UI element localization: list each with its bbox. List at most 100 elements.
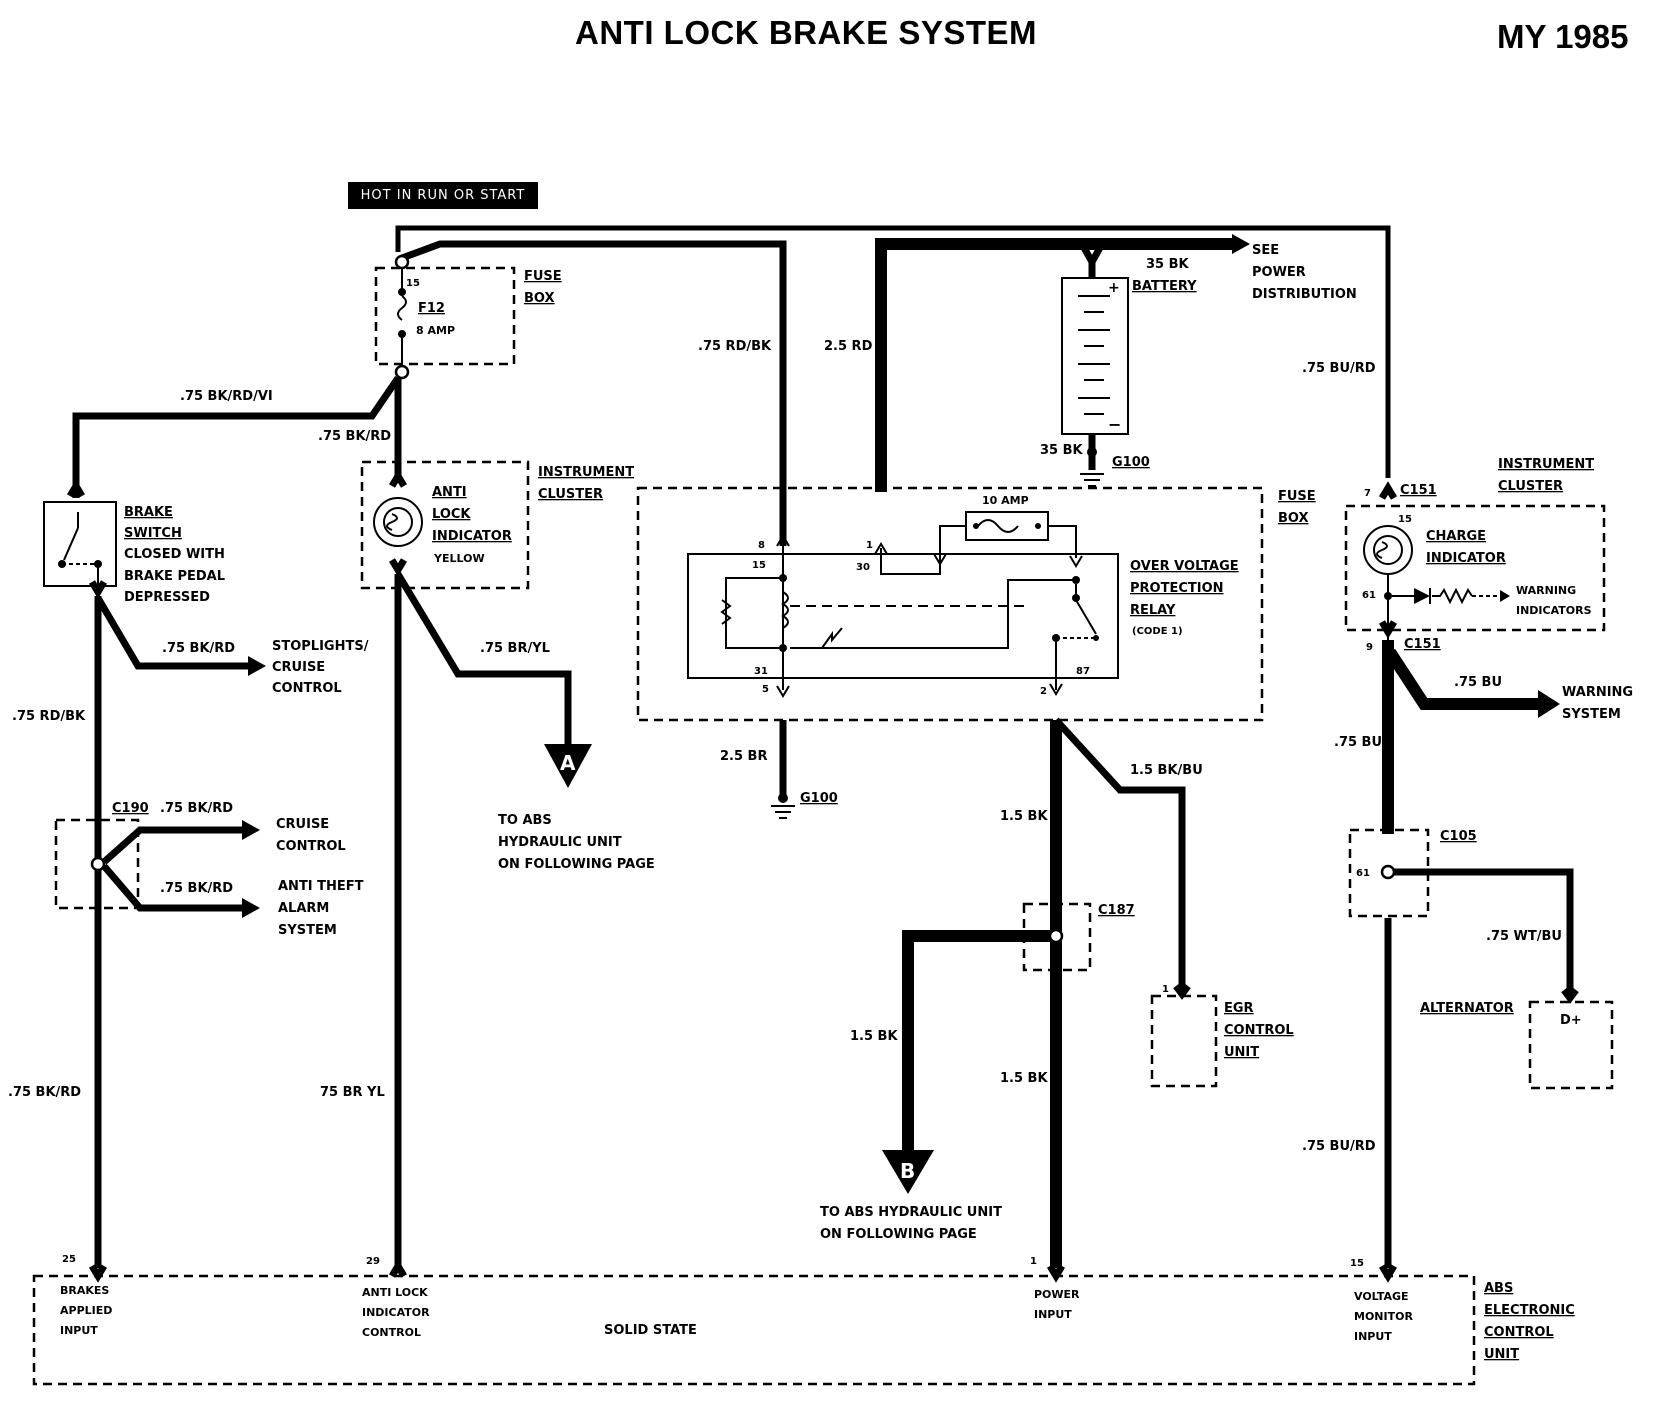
label-labels-w-wt-bu: .75 WT/BU: [1486, 929, 1562, 944]
instrument-cluster-right: [1344, 481, 1606, 640]
label-labels-charge-pin-15: 15: [1398, 514, 1412, 525]
alternator: [1528, 1000, 1614, 1090]
hot-in-run-banner: HOT IN RUN OR START: [348, 182, 538, 209]
label-labels-w-rd-bk-left: .75 RD/BK: [12, 709, 86, 724]
label-labels-brake-switch-2: CLOSED WITH: [124, 547, 225, 562]
label-labels-abs-unit-1: ELECTRONIC: [1484, 1303, 1575, 1318]
label-labels-anti-lock-indicator-3: YELLOW: [433, 552, 485, 565]
label-labels-brake-switch-1: SWITCH: [124, 526, 182, 541]
label-labels-anti-lock-indicator-1: LOCK: [432, 507, 471, 522]
label-labels-battery-minus: −: [1108, 415, 1121, 434]
label-labels-w-rd-bk-mid: .75 RD/BK: [698, 339, 772, 354]
label-labels-conn-a: A: [560, 751, 576, 775]
label-labels-battery-gnd-wire: 35 BK: [1040, 443, 1084, 458]
label-labels-warning-system-1: SYSTEM: [1562, 707, 1621, 722]
label-labels-relay-pin-1: 1: [866, 540, 873, 551]
label-labels-voltage-monitor-1: MONITOR: [1354, 1310, 1413, 1323]
label-labels-warning-indicators-1: INDICATORS: [1516, 604, 1592, 617]
label-labels-power-input-0: POWER: [1034, 1288, 1080, 1301]
label-labels-see-power-2: DISTRIBUTION: [1252, 287, 1357, 302]
label-labels-to-abs-b-1: ON FOLLOWING PAGE: [820, 1227, 977, 1242]
label-labels-stoplights-2: CONTROL: [272, 681, 342, 696]
label-labels-c190: C190: [112, 801, 149, 816]
label-labels-charge-pin-61: 61: [1362, 590, 1376, 601]
label-labels-voltage-monitor-0: VOLTAGE: [1354, 1290, 1409, 1303]
label-labels-g100-top: G100: [1112, 455, 1150, 470]
label-labels-anti-lock-control-0: ANTI LOCK: [362, 1286, 428, 1299]
label-labels-c151-pin-7: 7: [1364, 488, 1371, 499]
label-labels-stoplights-0: STOPLIGHTS/: [272, 639, 369, 654]
label-labels-w-bk-rd-stop: .75 BK/RD: [162, 641, 235, 656]
label-labels-anti-lock-indicator-0: ANTI: [432, 485, 467, 500]
label-labels-w-bu-b: .75 BU: [1334, 735, 1382, 750]
label-labels-egr-0: EGR: [1224, 1001, 1254, 1016]
label-labels-w-bk-bu: 1.5 BK/BU: [1130, 763, 1203, 778]
ground-g100-bottom: [771, 720, 795, 819]
label-labels-w-br-yl: .75 BR/YL: [480, 641, 550, 656]
page-title: ANTI LOCK BRAKE SYSTEM: [575, 14, 1038, 51]
label-labels-to-abs-a-0: TO ABS: [498, 813, 552, 828]
label-labels-charge-indicator-0: CHARGE: [1426, 529, 1486, 544]
label-labels-to-abs-b-0: TO ABS HYDRAULIC UNIT: [820, 1205, 1002, 1220]
label-labels-relay-code: (CODE 1): [1132, 626, 1183, 637]
label-labels-relay-pin-15: 15: [752, 560, 766, 571]
label-labels-w-br-25: 2.5 BR: [720, 749, 767, 764]
label-labels-relay-pin-5: 5: [762, 684, 769, 695]
label-labels-brakes-applied-0: BRAKES: [60, 1284, 109, 1297]
label-labels-c187: C187: [1098, 903, 1135, 918]
charge-indicator-output-wire: [1382, 640, 1560, 834]
egr-control-unit: [1150, 994, 1218, 1088]
label-labels-relay-pin-30: 30: [856, 562, 870, 573]
label-labels-fuse-rating: 8 AMP: [416, 324, 455, 337]
label-labels-anti-lock-control-2: CONTROL: [362, 1326, 421, 1339]
label-labels-see-power-1: POWER: [1252, 265, 1306, 280]
label-labels-battery-plus: +: [1108, 280, 1120, 296]
rd-bk-mid-wire: [400, 240, 787, 546]
label-labels-abs-unit-3: UNIT: [1484, 1347, 1519, 1362]
label-labels-anti-theft-0: ANTI THEFT: [278, 879, 364, 894]
label-labels-relay-fuse: 10 AMP: [982, 494, 1029, 507]
label-labels-fuse-box-r-1: BOX: [1278, 511, 1309, 526]
label-labels-brake-switch-3: BRAKE PEDAL: [124, 569, 225, 584]
label-labels-brake-switch-4: DEPRESSED: [124, 590, 210, 605]
label-labels-stoplights-1: CRUISE: [272, 660, 325, 675]
label-labels-w-bu-rd-top: .75 BU/RD: [1302, 361, 1376, 376]
relay-output-wire: [1050, 717, 1191, 1268]
connector-c190: [54, 818, 260, 918]
connector-a: A: [544, 744, 592, 788]
label-labels-w-bu-rd-low: .75 BU/RD: [1302, 1139, 1376, 1154]
label-labels-anti-lock-indicator-2: INDICATOR: [432, 529, 512, 544]
label-labels-to-abs-a-2: ON FOLLOWING PAGE: [498, 857, 655, 872]
bk-rd-vi-wire: [72, 376, 401, 498]
label-labels-egr-2: UNIT: [1224, 1045, 1259, 1060]
label-labels-egr-pin: 1: [1162, 984, 1169, 995]
brake-switch: [43, 479, 117, 599]
label-labels-c151-b: C151: [1404, 637, 1441, 652]
label-labels-g100-bottom: G100: [800, 791, 838, 806]
label-labels-w-bk-15-a: 1.5 BK: [1000, 809, 1048, 824]
label-labels-instrument-cluster-r-1: CLUSTER: [1498, 479, 1563, 494]
model-year: MY 1985: [1497, 18, 1629, 55]
label-labels-fuse-pin: 15: [406, 278, 420, 289]
label-labels-relay-pin-8: 8: [758, 540, 765, 551]
label-labels-anti-theft-1: ALARM: [278, 901, 329, 916]
label-labels-voltage-monitor-2: INPUT: [1354, 1330, 1392, 1343]
label-labels-abs-unit-0: ABS: [1484, 1281, 1513, 1296]
label-labels-instrument-cluster-l-1: CLUSTER: [538, 487, 603, 502]
label-labels-w-rd-25: 2.5 RD: [824, 339, 873, 354]
label-labels-battery-wire: 35 BK: [1146, 257, 1190, 272]
fuse-box-relay: [636, 486, 1264, 722]
label-labels-to-abs-a-1: HYDRAULIC UNIT: [498, 835, 622, 850]
label-labels-relay-pin-2: 2: [1040, 686, 1047, 697]
instrument-cluster-left: [360, 460, 530, 590]
label-labels-brakes-applied-1: APPLIED: [60, 1304, 112, 1317]
label-labels-c151-pin-9: 9: [1366, 642, 1373, 653]
label-labels-warning-system-0: WARNING: [1562, 685, 1633, 700]
label-labels-anti-lock-control-1: INDICATOR: [362, 1306, 430, 1319]
label-labels-brakes-applied-2: INPUT: [60, 1324, 98, 1337]
label-labels-solid-state: SOLID STATE: [604, 1323, 697, 1338]
label-labels-c105: C105: [1440, 829, 1477, 844]
label-labels-abs-pin-15: 15: [1350, 1258, 1364, 1269]
label-labels-w-bu-a: .75 BU: [1454, 675, 1502, 690]
